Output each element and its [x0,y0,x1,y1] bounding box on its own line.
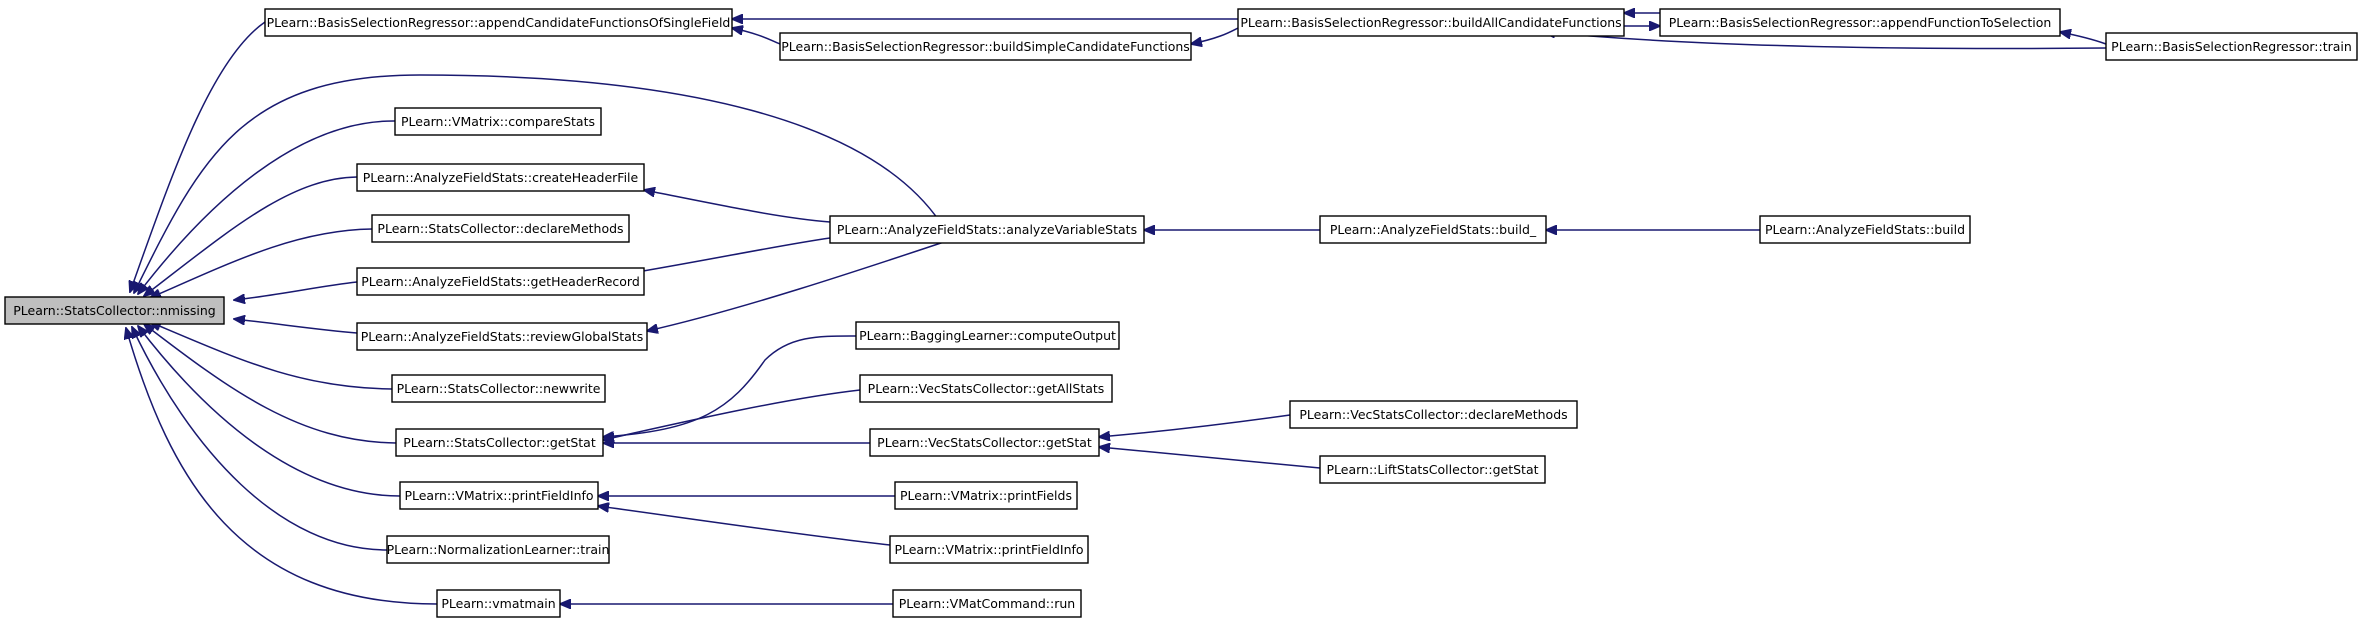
node-scDeclare[interactable]: PLearn::StatsCollector::declareMethods [371,214,630,243]
node-afsBuild[interactable]: PLearn::AnalyzeFieldStats::build [1759,215,1971,244]
node-afsBuild_[interactable]: PLearn::AnalyzeFieldStats::build_ [1319,215,1547,244]
edge-newwrite-nmissing [150,322,393,390]
svg-text:PLearn::BasisSelectionRegresso: PLearn::BasisSelectionRegressor::train [2111,39,2352,54]
edge-vscDeclare-vscGetStat [1099,414,1291,437]
svg-text:PLearn::BasisSelectionRegresso: PLearn::BasisSelectionRegressor::appendF… [1669,15,2052,30]
edge-analyzeVar-createHeader [644,190,831,223]
edge-bsrTrain-buildAll [1544,32,2107,50]
node-appendFunc[interactable]: PLearn::BasisSelectionRegressor::appendF… [1659,8,2061,37]
edge-analyzeVar-nmissing [134,74,941,293]
svg-text:PLearn::AnalyzeFieldStats::cre: PLearn::AnalyzeFieldStats::createHeaderF… [363,170,639,185]
edge-bsrTrain-appendFunc [2060,32,2107,45]
node-printFields[interactable]: PLearn::VMatrix::printFields [894,481,1078,510]
svg-text:PLearn::VMatrix::printFieldInf: PLearn::VMatrix::printFieldInfo [894,542,1083,557]
svg-text:PLearn::VecStatsCollector::get: PLearn::VecStatsCollector::getStat [877,435,1092,450]
node-getHeader[interactable]: PLearn::AnalyzeFieldStats::getHeaderReco… [356,267,645,296]
svg-text:PLearn::vmatmain: PLearn::vmatmain [441,596,555,611]
node-buildAll[interactable]: PLearn::BasisSelectionRegressor::buildAl… [1237,8,1625,37]
node-vscGetStat[interactable]: PLearn::VecStatsCollector::getStat [869,428,1100,457]
node-normTrain[interactable]: PLearn::NormalizationLearner::train [386,535,610,564]
node-buildSimple[interactable]: PLearn::BasisSelectionRegressor::buildSi… [779,32,1192,61]
edge-scGetStat-nmissing [144,324,397,444]
svg-text:PLearn::AnalyzeFieldStats::get: PLearn::AnalyzeFieldStats::getHeaderReco… [361,274,640,289]
edge-buildAll-buildSimple [1191,27,1239,44]
node-printFieldInfo[interactable]: PLearn::VMatrix::printFieldInfo [399,481,599,510]
svg-text:PLearn::VecStatsCollector::get: PLearn::VecStatsCollector::getAllStats [868,381,1105,396]
edge-buildSimple-appendCand [732,28,781,45]
edge-getHeader-nmissing [234,281,358,300]
edge-compareStats-nmissing [138,120,396,294]
edge-analyzeVar-reviewGlobal [647,239,951,331]
svg-text:PLearn::BasisSelectionRegresso: PLearn::BasisSelectionRegressor::appendC… [267,15,731,30]
node-liftGetStat[interactable]: PLearn::LiftStatsCollector::getStat [1319,455,1546,484]
node-printFieldInfo2[interactable]: PLearn::VMatrix::printFieldInfo [889,535,1089,564]
svg-text:PLearn::VMatrix::compareStats: PLearn::VMatrix::compareStats [401,114,595,129]
edge-liftGetStat-vscGetStat [1099,447,1321,469]
svg-text:PLearn::StatsCollector::newwri: PLearn::StatsCollector::newwrite [397,381,601,396]
svg-text:PLearn::VecStatsCollector::dec: PLearn::VecStatsCollector::declareMethod… [1299,407,1567,422]
svg-text:PLearn::AnalyzeFieldStats::rev: PLearn::AnalyzeFieldStats::reviewGlobalS… [361,329,643,344]
svg-text:PLearn::StatsCollector::nmissi: PLearn::StatsCollector::nmissing [13,303,216,318]
svg-text:PLearn::NormalizationLearner::: PLearn::NormalizationLearner::train [387,542,610,557]
node-appendCand[interactable]: PLearn::BasisSelectionRegressor::appendC… [264,8,733,37]
node-vscDeclare[interactable]: PLearn::VecStatsCollector::declareMethod… [1289,400,1578,429]
edge-scDeclare-nmissing [150,228,373,298]
edge-printFieldInfo-nmissing [138,326,401,497]
node-vmatmain[interactable]: PLearn::vmatmain [436,589,561,618]
edge-normTrain-nmissing [132,327,388,551]
edge-vscGetAll-scGetStat [603,389,861,440]
node-newwrite[interactable]: PLearn::StatsCollector::newwrite [391,374,606,403]
node-compareStats[interactable]: PLearn::VMatrix::compareStats [394,107,602,136]
svg-text:PLearn::VMatCommand::run: PLearn::VMatCommand::run [899,596,1075,611]
node-reviewGlobal[interactable]: PLearn::AnalyzeFieldStats::reviewGlobalS… [356,322,648,351]
svg-text:PLearn::BasisSelectionRegresso: PLearn::BasisSelectionRegressor::buildAl… [1240,15,1621,30]
svg-text:PLearn::VMatrix::printFieldInf: PLearn::VMatrix::printFieldInfo [404,488,593,503]
edge-bagCompute-scGetStat [603,335,857,437]
svg-text:PLearn::AnalyzeFieldStats::bui: PLearn::AnalyzeFieldStats::build_ [1330,222,1537,237]
node-nmissing[interactable]: PLearn::StatsCollector::nmissing [4,296,225,325]
edge-createHeader-nmissing [144,176,358,296]
svg-text:PLearn::AnalyzeFieldStats::ana: PLearn::AnalyzeFieldStats::analyzeVariab… [837,222,1137,237]
edge-vmatmain-nmissing [126,328,438,605]
svg-text:PLearn::StatsCollector::declar: PLearn::StatsCollector::declareMethods [377,221,623,236]
node-createHeader[interactable]: PLearn::AnalyzeFieldStats::createHeaderF… [356,163,645,192]
node-scGetStat[interactable]: PLearn::StatsCollector::getStat [395,428,604,457]
svg-text:PLearn::StatsCollector::getSta: PLearn::StatsCollector::getStat [403,435,596,450]
node-vscGetAll[interactable]: PLearn::VecStatsCollector::getAllStats [859,374,1113,403]
edge-reviewGlobal-nmissing [234,319,358,334]
edge-appendCand-nmissing [130,21,266,292]
svg-text:PLearn::BaggingLearner::comput: PLearn::BaggingLearner::computeOutput [859,328,1116,343]
node-analyzeVar[interactable]: PLearn::AnalyzeFieldStats::analyzeVariab… [829,215,1145,244]
node-bagCompute[interactable]: PLearn::BaggingLearner::computeOutput [855,321,1120,350]
svg-text:PLearn::LiftStatsCollector::ge: PLearn::LiftStatsCollector::getStat [1326,462,1538,477]
svg-text:PLearn::VMatrix::printFields: PLearn::VMatrix::printFields [900,488,1072,503]
node-vmatRun[interactable]: PLearn::VMatCommand::run [892,589,1082,618]
svg-text:PLearn::AnalyzeFieldStats::bui: PLearn::AnalyzeFieldStats::build [1765,222,1965,237]
svg-text:PLearn::BasisSelectionRegresso: PLearn::BasisSelectionRegressor::buildSi… [781,39,1190,54]
edge-printFieldInfo2-printFieldInfo [598,506,891,546]
node-bsrTrain[interactable]: PLearn::BasisSelectionRegressor::train [2105,32,2358,61]
